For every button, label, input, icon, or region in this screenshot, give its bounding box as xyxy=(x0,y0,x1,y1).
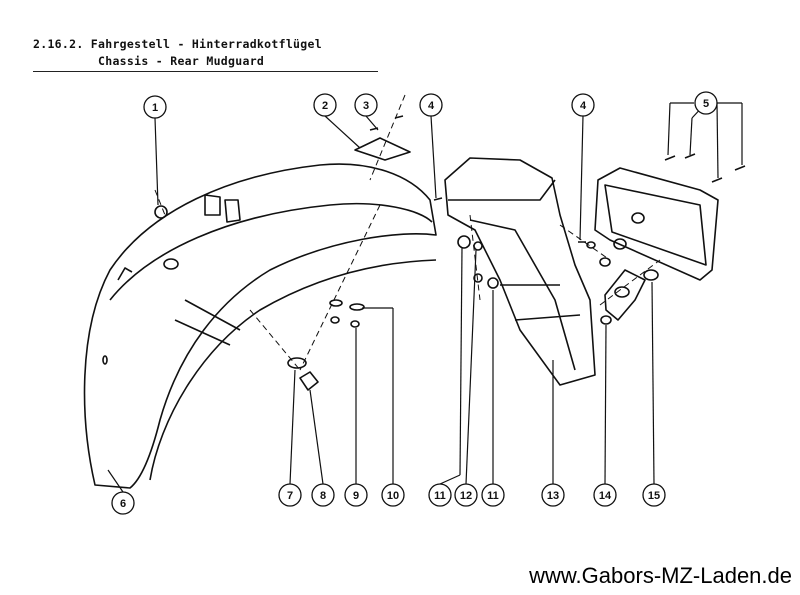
svg-text:4: 4 xyxy=(580,100,587,112)
svg-text:6: 6 xyxy=(120,498,126,510)
callout-3: 3 xyxy=(354,93,378,117)
svg-text:13: 13 xyxy=(547,490,559,502)
svg-text:11: 11 xyxy=(434,490,446,502)
callout-11b: 11 xyxy=(481,483,505,507)
svg-text:9: 9 xyxy=(353,490,359,502)
callout-14: 14 xyxy=(593,483,617,507)
callout-4: 4 xyxy=(419,93,443,117)
rear-mudguard xyxy=(83,163,437,489)
svg-text:4: 4 xyxy=(428,100,435,112)
title-english: Chassis - Rear Mudguard xyxy=(98,54,265,68)
svg-text:10: 10 xyxy=(387,490,399,502)
website-watermark: www.Gabors-MZ-Laden.de xyxy=(529,563,792,588)
callout-5: 5 xyxy=(694,91,718,115)
callout-11: 11 xyxy=(428,483,452,507)
svg-text:12: 12 xyxy=(460,490,472,502)
mudguard-holder xyxy=(444,157,596,386)
header-rule xyxy=(33,71,378,72)
callout-9: 9 xyxy=(344,483,368,507)
svg-text:2: 2 xyxy=(322,100,328,112)
callout-2: 2 xyxy=(313,93,337,117)
svg-text:8: 8 xyxy=(320,490,326,502)
license-plate-frame xyxy=(594,167,719,281)
callout-7: 7 xyxy=(278,483,302,507)
svg-text:15: 15 xyxy=(648,490,660,502)
svg-text:11: 11 xyxy=(487,490,499,502)
callout-4b: 4 xyxy=(571,93,595,117)
svg-text:14: 14 xyxy=(599,490,612,502)
svg-text:3: 3 xyxy=(363,100,369,112)
title-german: 2.16.2. Fahrgestell - Hinterradkotflügel xyxy=(33,37,322,51)
callout-6: 6 xyxy=(111,491,135,515)
svg-text:1: 1 xyxy=(152,102,158,114)
callout-12: 12 xyxy=(454,483,478,507)
svg-text:5: 5 xyxy=(703,98,709,110)
callout-15: 15 xyxy=(642,483,666,507)
callout-8: 8 xyxy=(311,483,335,507)
callout-10: 10 xyxy=(381,483,405,507)
callout-1: 1 xyxy=(143,95,167,119)
svg-text:7: 7 xyxy=(287,490,293,502)
callout-13: 13 xyxy=(541,483,565,507)
